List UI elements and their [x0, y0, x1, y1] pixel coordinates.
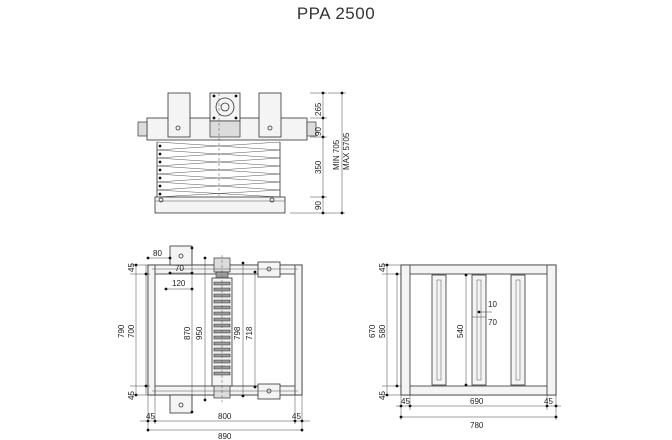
dim-90-top: 90 — [314, 127, 323, 136]
dim-700: 700 — [127, 324, 136, 338]
end-dim-70: 70 — [488, 318, 497, 327]
end-dim-45-right: 45 — [544, 397, 553, 406]
slot-left — [431, 274, 447, 386]
end-dim-690: 690 — [470, 397, 484, 406]
side-view: 265 90 350 90 MIN 705 MAX 5705 — [137, 91, 351, 215]
dim-870: 870 — [183, 326, 192, 340]
end-dim-670: 670 — [368, 324, 377, 338]
end-dim-45-bottom: 45 — [378, 391, 387, 400]
top-view: 45 790 700 45 870 950 798 718 80 70 120 — [117, 245, 310, 440]
dim-350: 350 — [314, 160, 323, 174]
dim-45-bottom: 45 — [127, 391, 136, 400]
end-dim-10: 10 — [488, 300, 497, 309]
dim-265: 265 — [314, 102, 323, 116]
dim-798: 798 — [233, 326, 242, 340]
right-bracket — [258, 92, 282, 138]
end-view: 45 670 580 45 540 10 70 45 690 45 780 — [368, 263, 561, 430]
dim-45-left: 45 — [146, 412, 155, 421]
slot-right — [510, 274, 526, 386]
scissor-stack — [156, 141, 281, 198]
end-dim-780: 780 — [470, 421, 484, 430]
dim-718: 718 — [245, 326, 254, 340]
dim-790: 790 — [117, 324, 126, 338]
bottom-left-block — [169, 394, 193, 414]
base-plate — [154, 196, 286, 214]
dim-800: 800 — [218, 412, 232, 421]
end-dim-45-top: 45 — [378, 263, 387, 272]
dim-max: MAX 5705 — [342, 132, 351, 170]
end-dim-540: 540 — [456, 324, 465, 338]
top-left-block — [169, 245, 193, 266]
dim-45-right: 45 — [292, 412, 301, 421]
dim-890: 890 — [218, 432, 232, 440]
dim-80: 80 — [153, 249, 162, 258]
slot-centre — [471, 274, 487, 386]
dim-90-bottom: 90 — [314, 201, 323, 210]
end-dim-45-left: 45 — [401, 397, 410, 406]
dim-120: 120 — [172, 279, 186, 288]
motor-flange-circle — [215, 97, 235, 117]
dim-70: 70 — [175, 264, 184, 273]
dim-950: 950 — [195, 326, 204, 340]
dim-min: MIN 705 — [332, 139, 341, 170]
dim-45-top: 45 — [127, 263, 136, 272]
drawing-title: PPA 2500 — [296, 4, 376, 23]
end-dim-580: 580 — [378, 324, 387, 338]
left-bracket — [167, 92, 191, 138]
